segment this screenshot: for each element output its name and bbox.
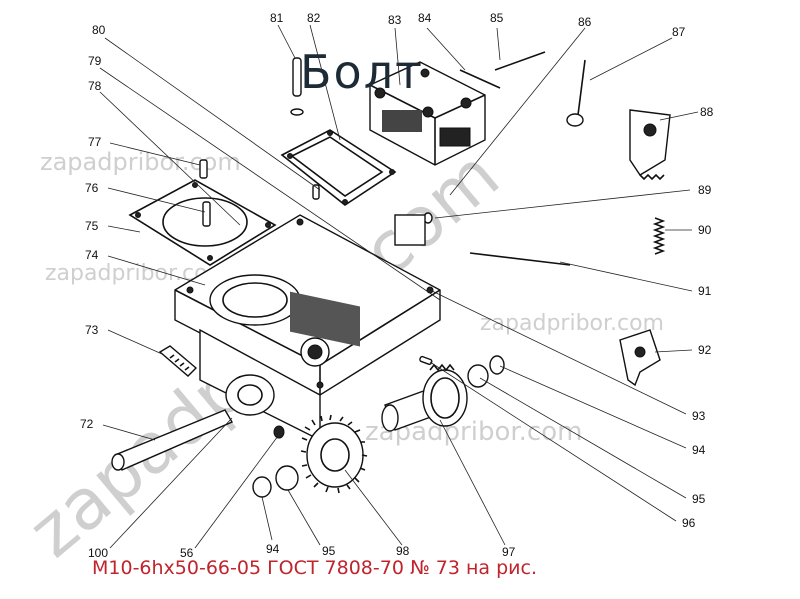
key-93: [419, 355, 433, 366]
shaft-72: [111, 409, 234, 471]
washer-94-upper: [489, 355, 505, 375]
screw-56: [273, 425, 285, 439]
callout-79: 79: [88, 54, 102, 68]
gear-shaft-96: [381, 363, 468, 432]
callout-76: 76: [85, 181, 99, 195]
callout-56: 56: [180, 546, 194, 560]
callout-93: 93: [692, 409, 706, 423]
parts-layer: [111, 51, 671, 498]
cover-83: [369, 61, 486, 166]
bolt-73: [158, 345, 198, 377]
callout-97: 97: [502, 545, 516, 559]
watermark-small-1: zapadpribor.com: [40, 148, 241, 176]
shaft-85: [494, 51, 546, 71]
callout-73: 73: [85, 323, 99, 337]
gasket-82: [280, 129, 397, 206]
callout-94-bottom: 94: [266, 542, 280, 556]
callout-95-right: 95: [692, 492, 706, 506]
pin-77: [199, 159, 208, 179]
housing-74: [174, 214, 441, 442]
callout-78: 78: [88, 79, 102, 93]
callout-labels: 81 82 83 84 85 86 87 80 79 78 88 77 76 8…: [80, 11, 714, 560]
bushing-95-upper: [467, 364, 489, 388]
callout-86: 86: [578, 15, 592, 29]
watermark-small-3: zapadpribor.com: [480, 311, 664, 336]
callout-82: 82: [307, 11, 321, 25]
callout-75: 75: [85, 219, 99, 233]
callout-89: 89: [698, 183, 712, 197]
callout-95-bottom: 95: [322, 544, 336, 558]
callout-81: 81: [270, 11, 284, 25]
callout-85: 85: [490, 11, 504, 25]
callout-84: 84: [418, 11, 432, 25]
callout-87: 87: [672, 25, 686, 39]
callout-72: 72: [80, 417, 94, 431]
leader-lines: [99, 24, 699, 549]
rod-91: [469, 252, 571, 266]
shaft-84: [459, 69, 501, 89]
callout-98: 98: [396, 544, 410, 558]
rod-87: [566, 59, 586, 127]
callout-80: 80: [92, 23, 106, 37]
spring-90: [652, 217, 666, 255]
callout-88: 88: [700, 105, 714, 119]
gasket-75: [128, 179, 277, 266]
callout-77: 77: [88, 135, 102, 149]
bushing-95-lower: [275, 465, 299, 491]
callout-94-right: 94: [692, 443, 706, 457]
lever-92: [619, 329, 661, 387]
washer-94-lower: [252, 476, 272, 498]
part-caption: М10-6hх50-66-05 ГОСТ 7808-70 № 73 на рис…: [92, 557, 537, 579]
sector-gear-88: [629, 109, 671, 181]
callout-96: 96: [682, 516, 696, 530]
callout-100: 100: [88, 546, 108, 560]
callout-83: 83: [388, 13, 402, 27]
pin-81: [290, 57, 304, 116]
bevel-gear-98: [300, 414, 368, 494]
callout-74: 74: [85, 248, 99, 262]
pin-76: [202, 201, 211, 227]
callout-90: 90: [698, 223, 712, 237]
page-title: Болт: [300, 45, 424, 99]
callout-91: 91: [698, 284, 712, 298]
callout-92: 92: [698, 343, 712, 357]
